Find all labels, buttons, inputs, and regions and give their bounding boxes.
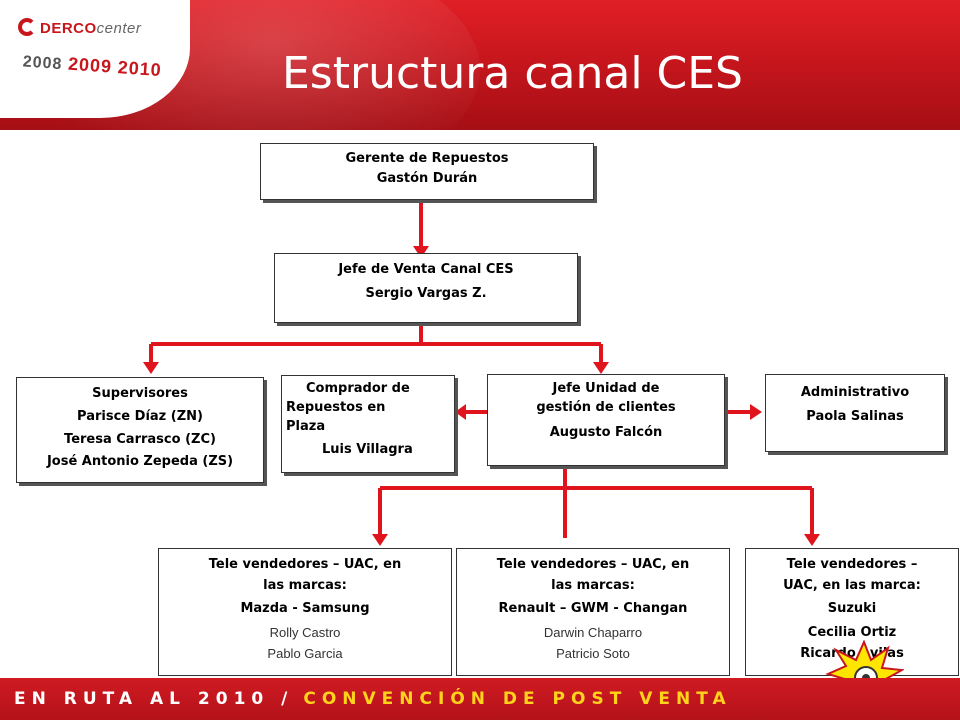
comprador-role-line: Plaza	[286, 418, 326, 434]
box-gerente: Gerente de Repuestos Gastón Durán	[260, 143, 594, 200]
box-tele-vendedores-3: Tele vendedores – UAC, en las marca: Suz…	[745, 548, 959, 676]
tele-role-line: las marcas:	[551, 577, 635, 593]
box-supervisores: Supervisores Parisce Díaz (ZN) Teresa Ca…	[16, 377, 264, 483]
gerente-name: Gastón Durán	[376, 171, 478, 187]
box-tele-vendedores-2: Tele vendedores – UAC, en las marcas: Re…	[456, 548, 730, 676]
supervisores-role: Supervisores	[92, 386, 188, 401]
tele-person-name: Pablo Garcia	[267, 646, 343, 662]
tele-person-name: Patricio Soto	[556, 646, 630, 662]
page-title: Estructura canal CES	[282, 48, 743, 99]
footer-slogan-part2: CONVENCIÓN DE POST VENTA	[303, 689, 732, 709]
derco-logo-icon	[18, 18, 36, 36]
footer-banner: EN RUTA AL 2010 / CONVENCIÓN DE POST VEN…	[0, 678, 960, 720]
box-administrativo: Administrativo Paola Salinas	[765, 374, 945, 452]
arrowhead-jefe	[413, 246, 429, 258]
jefe-unidad-role-line: gestión de clientes	[536, 399, 676, 415]
gerente-role: Gerente de Repuestos	[345, 151, 509, 166]
arrowhead-jefe-unidad	[593, 362, 609, 374]
jefe-venta-role: Jefe de Venta Canal CES	[338, 262, 514, 277]
tele-brands: Suzuki	[827, 600, 877, 616]
box-jefe-venta: Jefe de Venta Canal CES Sergio Vargas Z.	[274, 253, 578, 323]
logo-badge: DERCOcenter 2008 2009 2010	[0, 0, 190, 118]
tele-person-name: Cecilia Ortiz	[807, 625, 897, 641]
administrativo-role: Administrativo	[800, 385, 910, 400]
tele-role-line: Tele vendedores –	[786, 557, 918, 572]
logo-text: DERCOcenter	[40, 20, 141, 37]
header-banner: DERCOcenter 2008 2009 2010 Estructura ca…	[0, 0, 960, 130]
arrowhead-tele-3	[804, 534, 820, 546]
comprador-role-line: Comprador de	[306, 381, 410, 396]
logo-brand: DERCO	[40, 20, 97, 37]
box-jefe-unidad: Jefe Unidad de gestión de clientes Augus…	[487, 374, 725, 466]
supervisor-name: Parisce Díaz (ZN)	[77, 408, 203, 424]
comprador-role-line: Repuestos en	[286, 399, 386, 415]
jefe-unidad-name: Augusto Falcón	[549, 424, 663, 440]
tele-role-line: UAC, en las marca:	[783, 577, 921, 593]
tele-brands: Mazda - Samsung	[240, 600, 370, 616]
arrowhead-comprador	[455, 404, 466, 420]
box-comprador: Comprador de Repuestos en Plaza Luis Vil…	[281, 375, 455, 473]
supervisor-name: José Antonio Zepeda (ZS)	[46, 454, 234, 470]
box-tele-vendedores-1: Tele vendedores – UAC, en las marcas: Ma…	[158, 548, 452, 676]
tele-brands: Renault – GWM - Changan	[498, 600, 688, 616]
supervisor-name: Teresa Carrasco (ZC)	[64, 431, 216, 447]
arrowhead-administrativo	[750, 404, 762, 420]
arrowhead-supervisores	[143, 362, 159, 374]
tele-role-line: Tele vendedores – UAC, en	[496, 557, 690, 572]
comprador-name: Luis Villagra	[322, 441, 413, 457]
arrowhead-tele-1	[372, 534, 388, 546]
jefe-unidad-role-line: Jefe Unidad de	[552, 381, 660, 396]
logo-suffix: center	[96, 20, 142, 37]
jefe-venta-name: Sergio Vargas Z.	[365, 286, 487, 302]
tele-role-line: Tele vendedores – UAC, en	[208, 557, 402, 572]
tele-person-name: Rolly Castro	[269, 625, 341, 641]
administrativo-name: Paola Salinas	[806, 409, 904, 425]
tele-person-name: Darwin Chaparro	[543, 625, 643, 641]
tele-role-line: las marcas:	[263, 577, 347, 593]
footer-slogan-part1: EN RUTA AL 2010 /	[14, 689, 294, 709]
